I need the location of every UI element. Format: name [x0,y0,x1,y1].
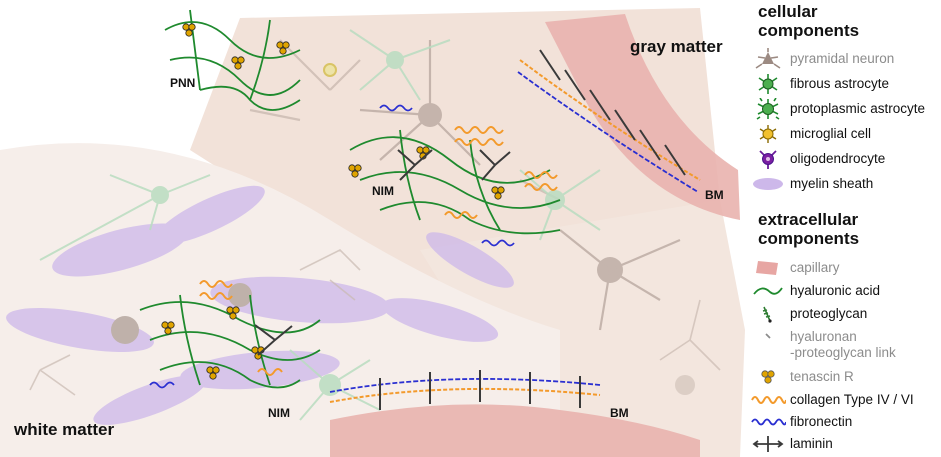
nim-white-label: NIM [268,406,290,420]
legend-item-laminin: laminin [750,433,941,455]
legend-cellular-title-2: components [758,21,860,40]
hyaluronic-acid-icon [753,287,783,295]
link-icon [765,333,771,339]
myelin-sheaths [6,185,514,425]
fibronectin-icon [751,418,786,426]
oligodendrocyte-cells [111,63,337,344]
legend-label: collagen Type IV / VI [790,392,914,407]
pyramidal-neuron-icon [755,48,781,69]
legend-label: hyaluronic acid [790,283,881,298]
nim-gray-collagen [444,126,558,219]
legend-item-protoplasmic-astrocyte: protoplasmic astrocyte [750,98,941,120]
legend-item-hyaluronic-acid: hyaluronic acid [750,280,941,302]
legend-item-myelin-sheath: myelin sheath [750,173,941,195]
legend-extracellular-title-2: components [758,229,860,248]
legend-item-oligodendrocyte: oligodendrocyte [750,148,941,170]
legend-item-pyramidal-neuron: pyramidal neuron [750,48,941,70]
collagen-icon [751,396,786,404]
legend-label: capillary [790,260,840,275]
white-matter-label: white matter [14,420,115,439]
capillary-white [330,404,700,457]
microglial-cell-icon [759,125,777,143]
legend-label: laminin [790,436,833,451]
pnn-network [164,9,301,111]
legend-label: microglial cell [790,126,872,141]
legend-label: myelin sheath [790,176,874,191]
legend-item-fibronectin: fibronectin [750,411,941,433]
legend-item-hyaluronan-link: hyaluronan -proteoglycan link [750,326,941,362]
myelin-sheath-icon [753,178,783,190]
legend-label: fibronectin [790,414,853,429]
capillary-icon [756,261,778,275]
nim-gray-tenascin [348,146,505,200]
astrocytes [39,29,601,421]
pyramidal-neurons [249,39,695,395]
legend-item-microglial-cell: microglial cell [750,123,941,145]
legend-cellular-title-1: cellular [758,2,818,21]
legend-extracellular-title-1: extracellular [758,210,859,229]
bm-white-label: BM [610,406,629,420]
nim-white-tenascin [161,306,265,380]
pnn-label: PNN [170,76,196,90]
bm-white-structure [329,370,601,410]
legend-label: hyaluronan [790,329,857,344]
bm-gray-structure [517,49,701,193]
nim-gray-label: NIM [372,184,394,198]
protoplasmic-astrocyte-icon [756,98,780,120]
legend-label: proteoglycan [790,306,868,321]
legend-label: pyramidal neuron [790,51,895,66]
fibrous-astrocyte-icon [758,74,778,94]
nim-white-laminin [254,324,293,356]
legend: cellular components pyramidal neuron fib… [750,0,941,457]
nim-white-collagen [199,280,283,376]
proteoglycan-icon [762,306,772,323]
nim-gray-laminin [397,149,511,181]
legend-item-collagen: collagen Type IV / VI [750,389,941,411]
pnn-tenascin [182,23,290,70]
legend-label: oligodendrocyte [790,151,886,166]
bm-gray-label: BM [705,188,724,202]
legend-item-capillary: capillary [750,257,941,279]
gray-matter-label: gray matter [630,37,723,56]
capillary-gray [545,14,740,220]
legend-item-tenascin-r: tenascin R [750,366,941,388]
gray-astro-processes [29,249,721,396]
nim-gray-fibronectin [379,104,515,247]
gray-matter-lower-tissue [420,200,745,457]
legend-item-fibrous-astrocyte: fibrous astrocyte [750,73,941,95]
legend-item-proteoglycan: proteoglycan [750,303,941,325]
nim-gray-network [349,129,561,235]
legend-label-line2: -proteoglycan link [790,345,896,360]
legend-label: tenascin R [790,369,854,384]
laminin-icon [752,436,784,452]
oligodendrocyte-icon [759,150,777,169]
tenascin-icon [761,370,775,384]
legend-label: protoplasmic astrocyte [790,101,926,116]
legend-label: fibrous astrocyte [790,76,890,91]
nim-white-network [139,294,321,389]
nim-white-fibronectin [149,381,175,389]
